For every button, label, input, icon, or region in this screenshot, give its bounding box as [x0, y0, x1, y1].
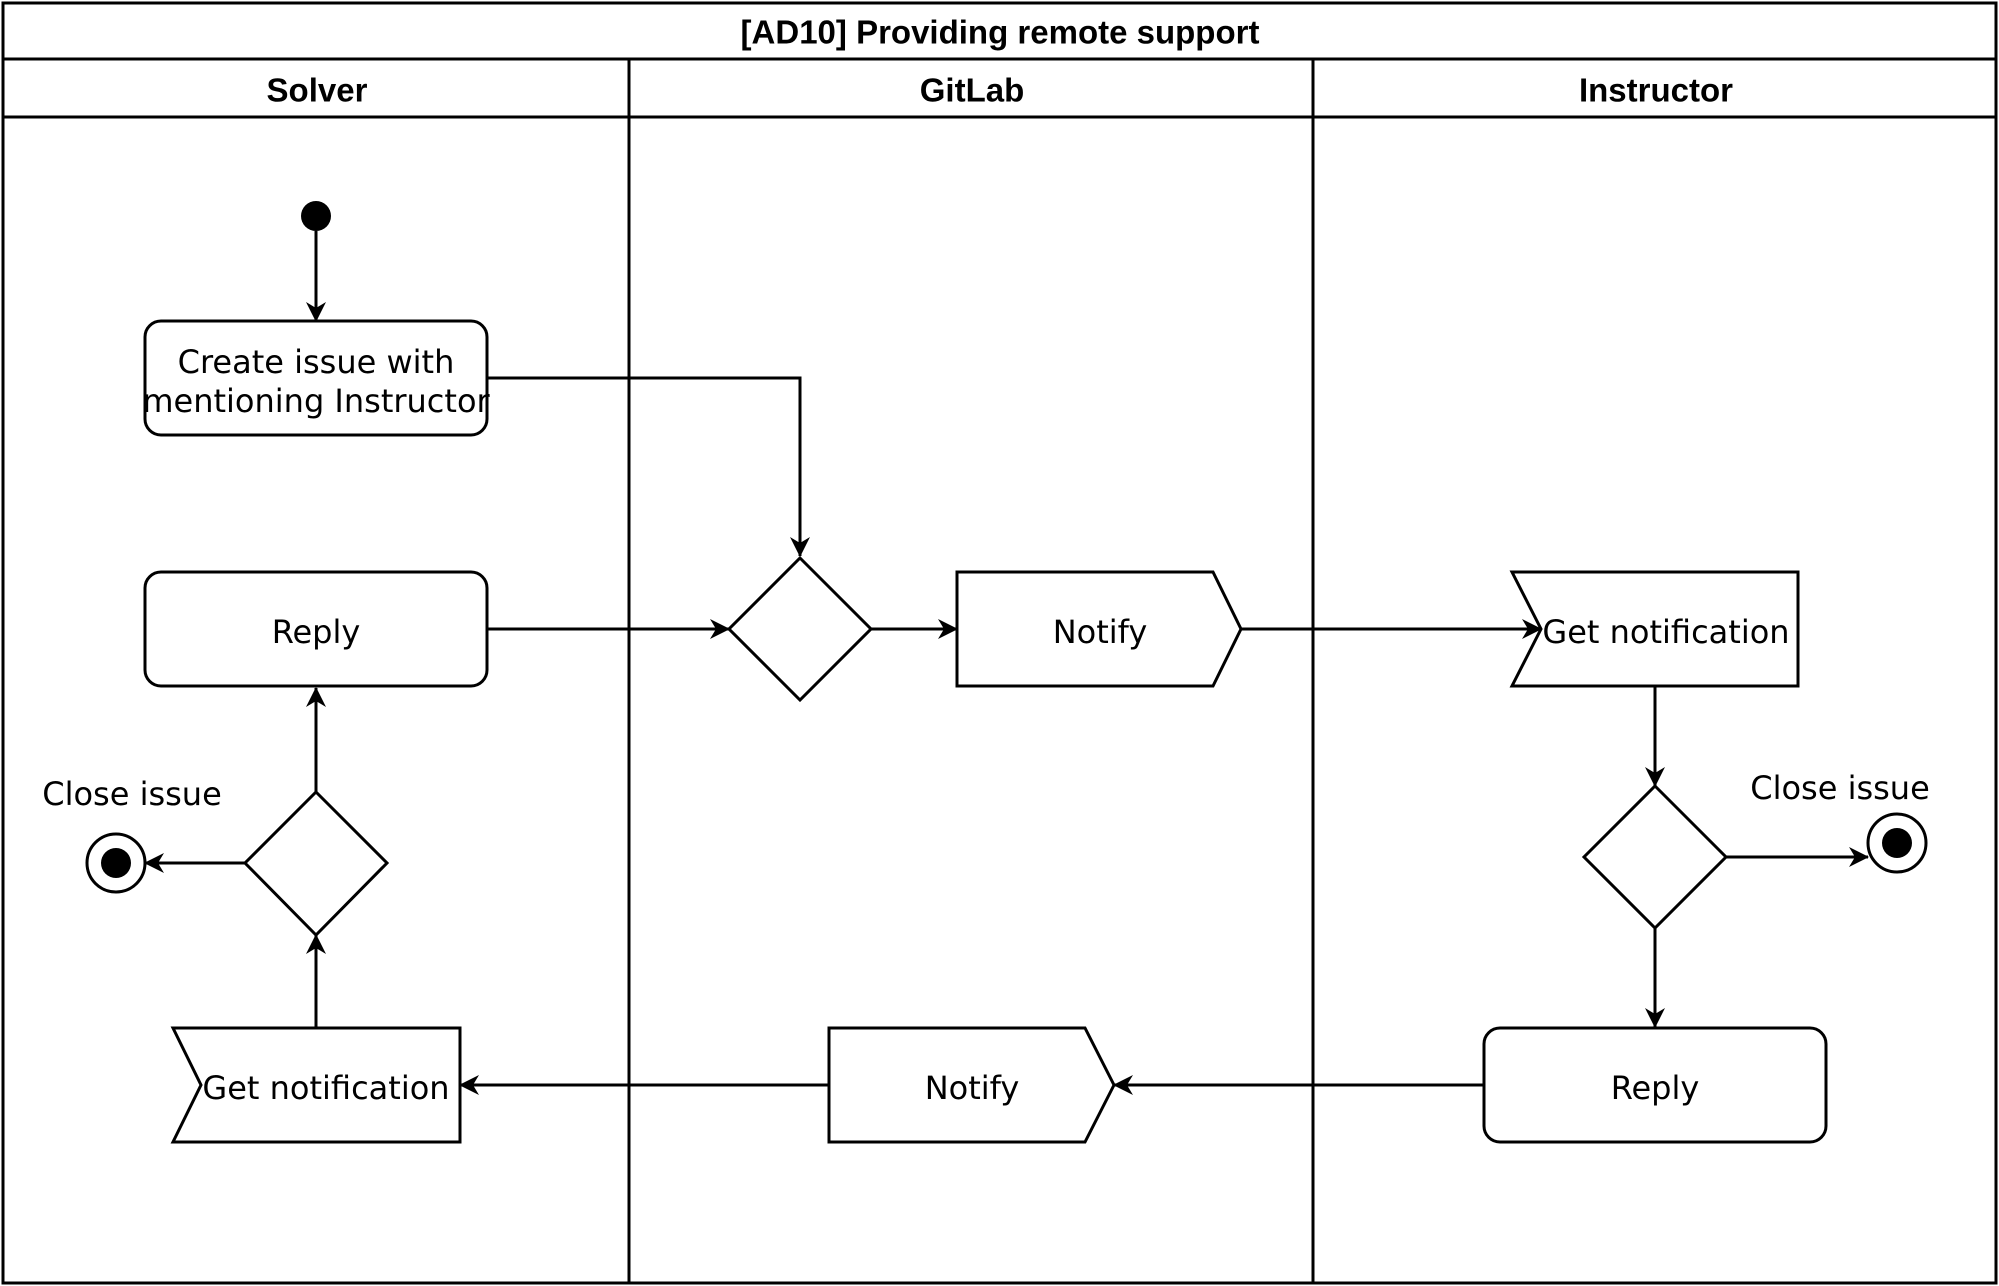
solver-reply-label: Reply [272, 613, 361, 651]
lane-header-solver: Solver [267, 72, 368, 109]
solver-close-issue-label: Close issue [42, 775, 222, 813]
solver-get-notification-signal [170, 1026, 462, 1144]
create-issue-label-line-1: Create issue with [178, 343, 455, 381]
gitlab-notify-top-signal [955, 570, 1243, 688]
solver-decision-node [242, 789, 390, 938]
solver-reply-action [143, 570, 489, 688]
gitlab-notify-bottom-label: Notify [925, 1069, 1020, 1107]
instructor-reply-action [1482, 1026, 1828, 1144]
lane-header-instructor: Instructor [1579, 72, 1733, 109]
create-issue-action [143, 319, 489, 437]
edge-create-issue-to-gitlab-decision [487, 376, 810, 557]
instructor-reply-label: Reply [1611, 1069, 1700, 1107]
solver-final-node [101, 848, 131, 878]
initial-node [301, 201, 331, 231]
instructor-get-notification-signal [1509, 570, 1800, 688]
gitlab-notify-bottom-signal [827, 1026, 1116, 1144]
diagram-title: [AD10] Providing remote support [741, 14, 1260, 51]
gitlab-notify-top-label: Notify [1053, 613, 1148, 651]
create-issue-label-line-2: mentioning Instructor [142, 382, 490, 420]
gitlab-decision-node [726, 555, 874, 703]
lane-header-gitlab: GitLab [920, 72, 1025, 109]
instructor-get-notification-label: Get notification [1542, 613, 1789, 651]
instructor-final-node [1882, 828, 1912, 858]
instructor-close-issue-label: Close issue [1750, 769, 1930, 807]
instructor-decision-node [1581, 783, 1729, 931]
solver-get-notification-label: Get notification [202, 1069, 449, 1107]
